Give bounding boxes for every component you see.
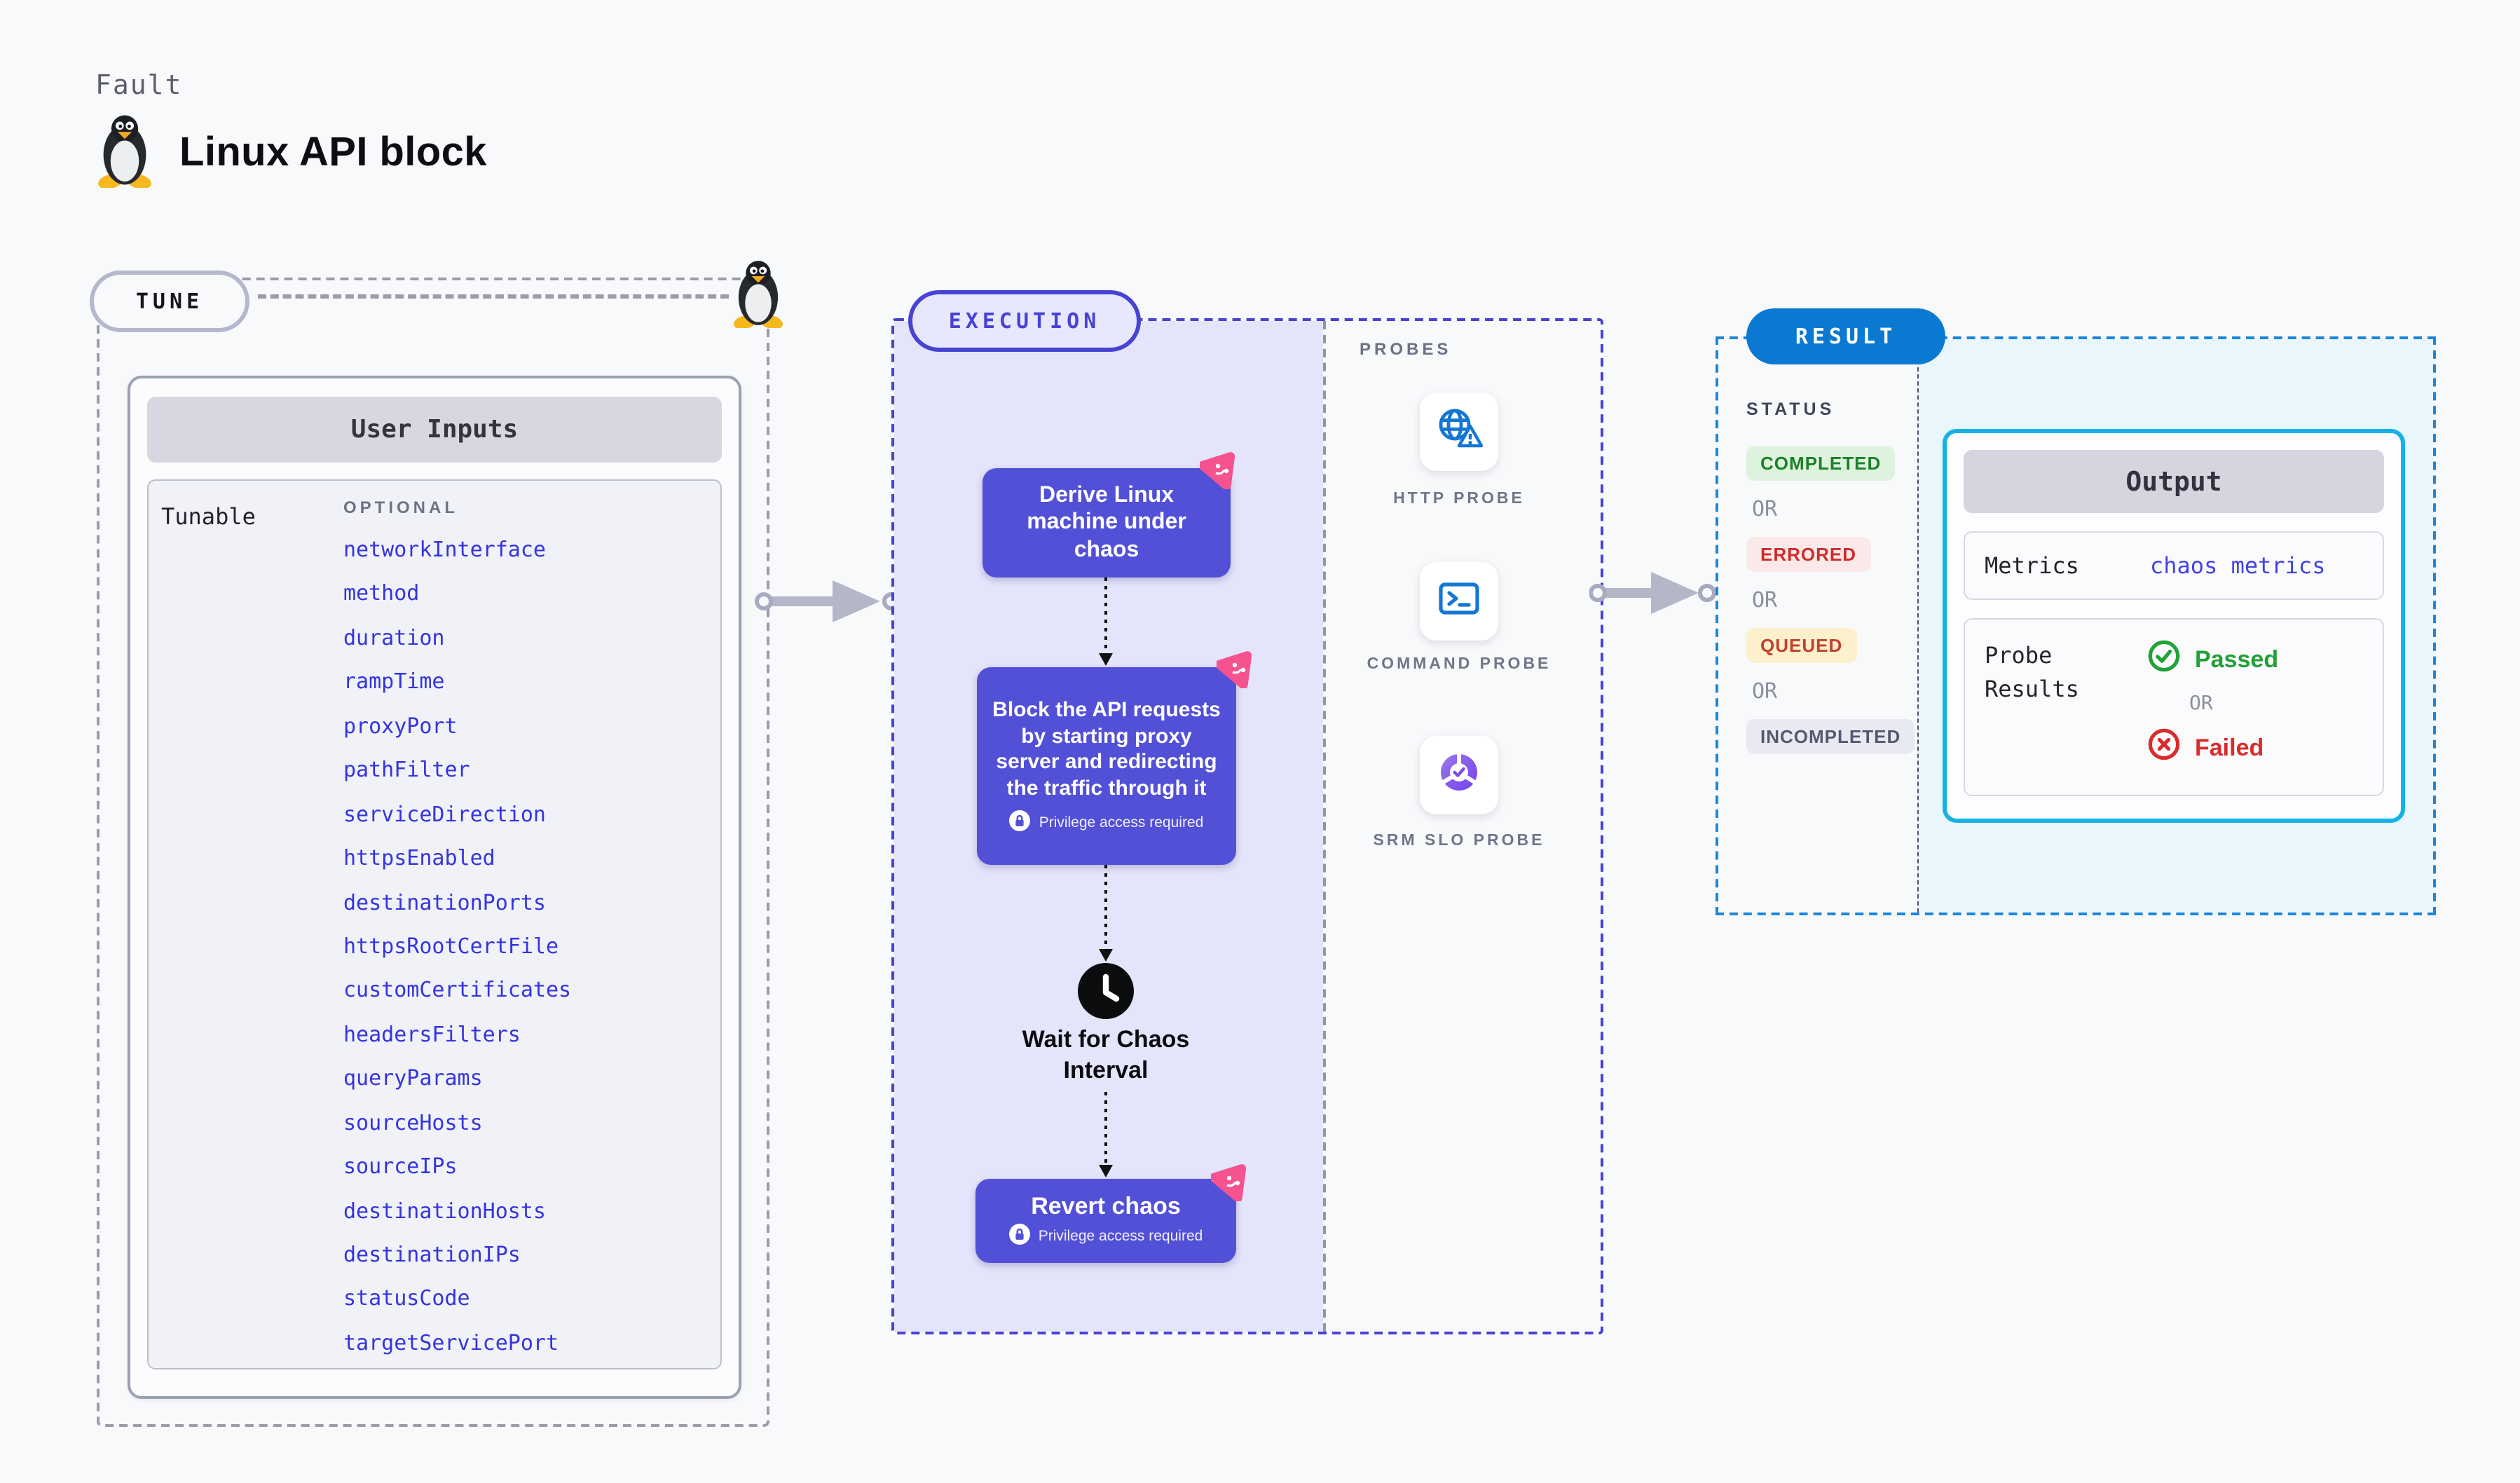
- dotted-connector: [1096, 865, 1116, 970]
- globe-alert-icon: [1434, 404, 1484, 459]
- srm-slo-probe-label: SRM SLO PROBE: [1373, 833, 1545, 849]
- metrics-label: Metrics: [1985, 552, 2079, 579]
- optional-tag: OPTIONAL: [343, 498, 458, 517]
- terminal-icon: [1435, 575, 1483, 627]
- step-revert-chaos-text: Revert chaos: [1031, 1193, 1181, 1219]
- fault-kicker: Fault: [95, 70, 183, 101]
- param-item: networkInterface: [343, 537, 546, 562]
- status-badge-queued: QUEUED: [1746, 628, 1857, 663]
- metrics-row: Metrics chaos metrics: [1964, 531, 2384, 600]
- param-item: serviceDirection: [343, 801, 546, 827]
- or-label: OR: [1752, 587, 1778, 613]
- probe-results-row: Probe Results Passed OR: [1964, 618, 2384, 796]
- step-derive-machine: Derive Linux machine under chaos: [982, 468, 1231, 578]
- x-circle-icon: [2147, 727, 2181, 768]
- param-item: destinationIPs: [343, 1242, 521, 1267]
- status-badge-errored: ERRORED: [1746, 537, 1871, 572]
- check-circle-icon: [2147, 639, 2181, 680]
- or-label: OR: [1752, 496, 1778, 521]
- srm-slo-probe-card: [1420, 736, 1498, 814]
- param-item: httpsEnabled: [343, 845, 495, 871]
- slo-donut-check-icon: [1435, 748, 1483, 802]
- param-item: destinationPorts: [343, 889, 546, 915]
- tune-pill: TUNE: [90, 271, 249, 332]
- flow-arrow-icon: [754, 570, 903, 639]
- param-item: method: [343, 580, 420, 606]
- param-item: destinationHosts: [343, 1198, 546, 1224]
- output-title: Output: [1964, 450, 2384, 513]
- or-label: OR: [2189, 692, 2213, 715]
- param-item: statusCode: [343, 1285, 470, 1311]
- param-item: headersFilters: [343, 1021, 521, 1047]
- param-item: duration: [343, 624, 445, 650]
- status-heading: STATUS: [1746, 399, 1835, 419]
- execution-pill: EXECUTION: [908, 290, 1141, 352]
- user-inputs-title: User Inputs: [147, 397, 722, 463]
- param-item: httpsRootCertFile: [343, 933, 559, 959]
- lock-icon: [1008, 1224, 1030, 1249]
- passed-label: Passed: [2195, 645, 2279, 672]
- dotted-connector: [1096, 1092, 1116, 1186]
- probes-divider: [1323, 321, 1326, 1332]
- param-item: proxyPort: [343, 713, 458, 739]
- clock-icon: [1078, 963, 1134, 1026]
- http-probe-card: [1420, 392, 1498, 471]
- flow-arrow-icon: [1589, 562, 1718, 631]
- privilege-label: Privilege access required: [1039, 814, 1204, 831]
- param-item: sourceIPs: [343, 1154, 458, 1180]
- tune-connector-line: [258, 294, 729, 299]
- step-block-api: Block the API requests by starting proxy…: [977, 667, 1236, 865]
- command-probe-card: [1420, 562, 1498, 641]
- output-card: Output Metrics chaos metrics Probe Resul…: [1943, 429, 2405, 823]
- param-item: pathFilter: [343, 757, 470, 783]
- metrics-value: chaos metrics: [2150, 552, 2326, 579]
- status-badge-incompleted: INCOMPLETED: [1746, 719, 1915, 754]
- tux-penguin-icon: [93, 112, 157, 195]
- param-item: sourceHosts: [343, 1109, 483, 1135]
- step-wait-interval: Wait for Chaos Interval: [1022, 1026, 1190, 1084]
- result-pill: RESULT: [1746, 308, 1945, 364]
- param-item: targetServicePort: [343, 1330, 559, 1355]
- page-title: Linux API block: [179, 130, 487, 175]
- page-title-row: Linux API block: [93, 112, 487, 195]
- dotted-connector: [1096, 578, 1116, 674]
- tux-penguin-icon: [729, 258, 788, 335]
- param-item: customCertificates: [343, 977, 572, 1003]
- param-list: networkInterface method duration rampTim…: [343, 537, 736, 1355]
- step-block-api-text: Block the API requests by starting proxy…: [992, 697, 1221, 801]
- command-probe-label: COMMAND PROBE: [1367, 656, 1552, 673]
- probe-results-label: Probe Results: [1985, 642, 2079, 702]
- probes-heading: PROBES: [1360, 339, 1452, 359]
- tune-section-box: [97, 278, 769, 1427]
- status-badge-completed: COMPLETED: [1746, 446, 1896, 481]
- lock-icon: [1009, 809, 1031, 837]
- step-revert-chaos: Revert chaos Privilege access required: [975, 1179, 1236, 1263]
- privilege-badge: Privilege access required: [1009, 809, 1204, 837]
- failed-label: Failed: [2195, 734, 2264, 760]
- status-column: STATUS COMPLETED OR ERRORED OR QUEUED OR…: [1746, 399, 1915, 754]
- privilege-badge: Privilege access required: [1008, 1224, 1203, 1249]
- privilege-label: Privilege access required: [1038, 1228, 1203, 1245]
- param-item: rampTime: [343, 669, 445, 695]
- param-item: queryParams: [343, 1065, 483, 1091]
- user-inputs-card: User Inputs Tunable OPTIONAL networkInte…: [128, 376, 741, 1399]
- or-label: OR: [1752, 678, 1778, 704]
- tunable-label: Tunable: [161, 503, 256, 530]
- http-probe-label: HTTP PROBE: [1393, 491, 1525, 507]
- user-inputs-table: Tunable OPTIONAL networkInterface method…: [147, 479, 722, 1369]
